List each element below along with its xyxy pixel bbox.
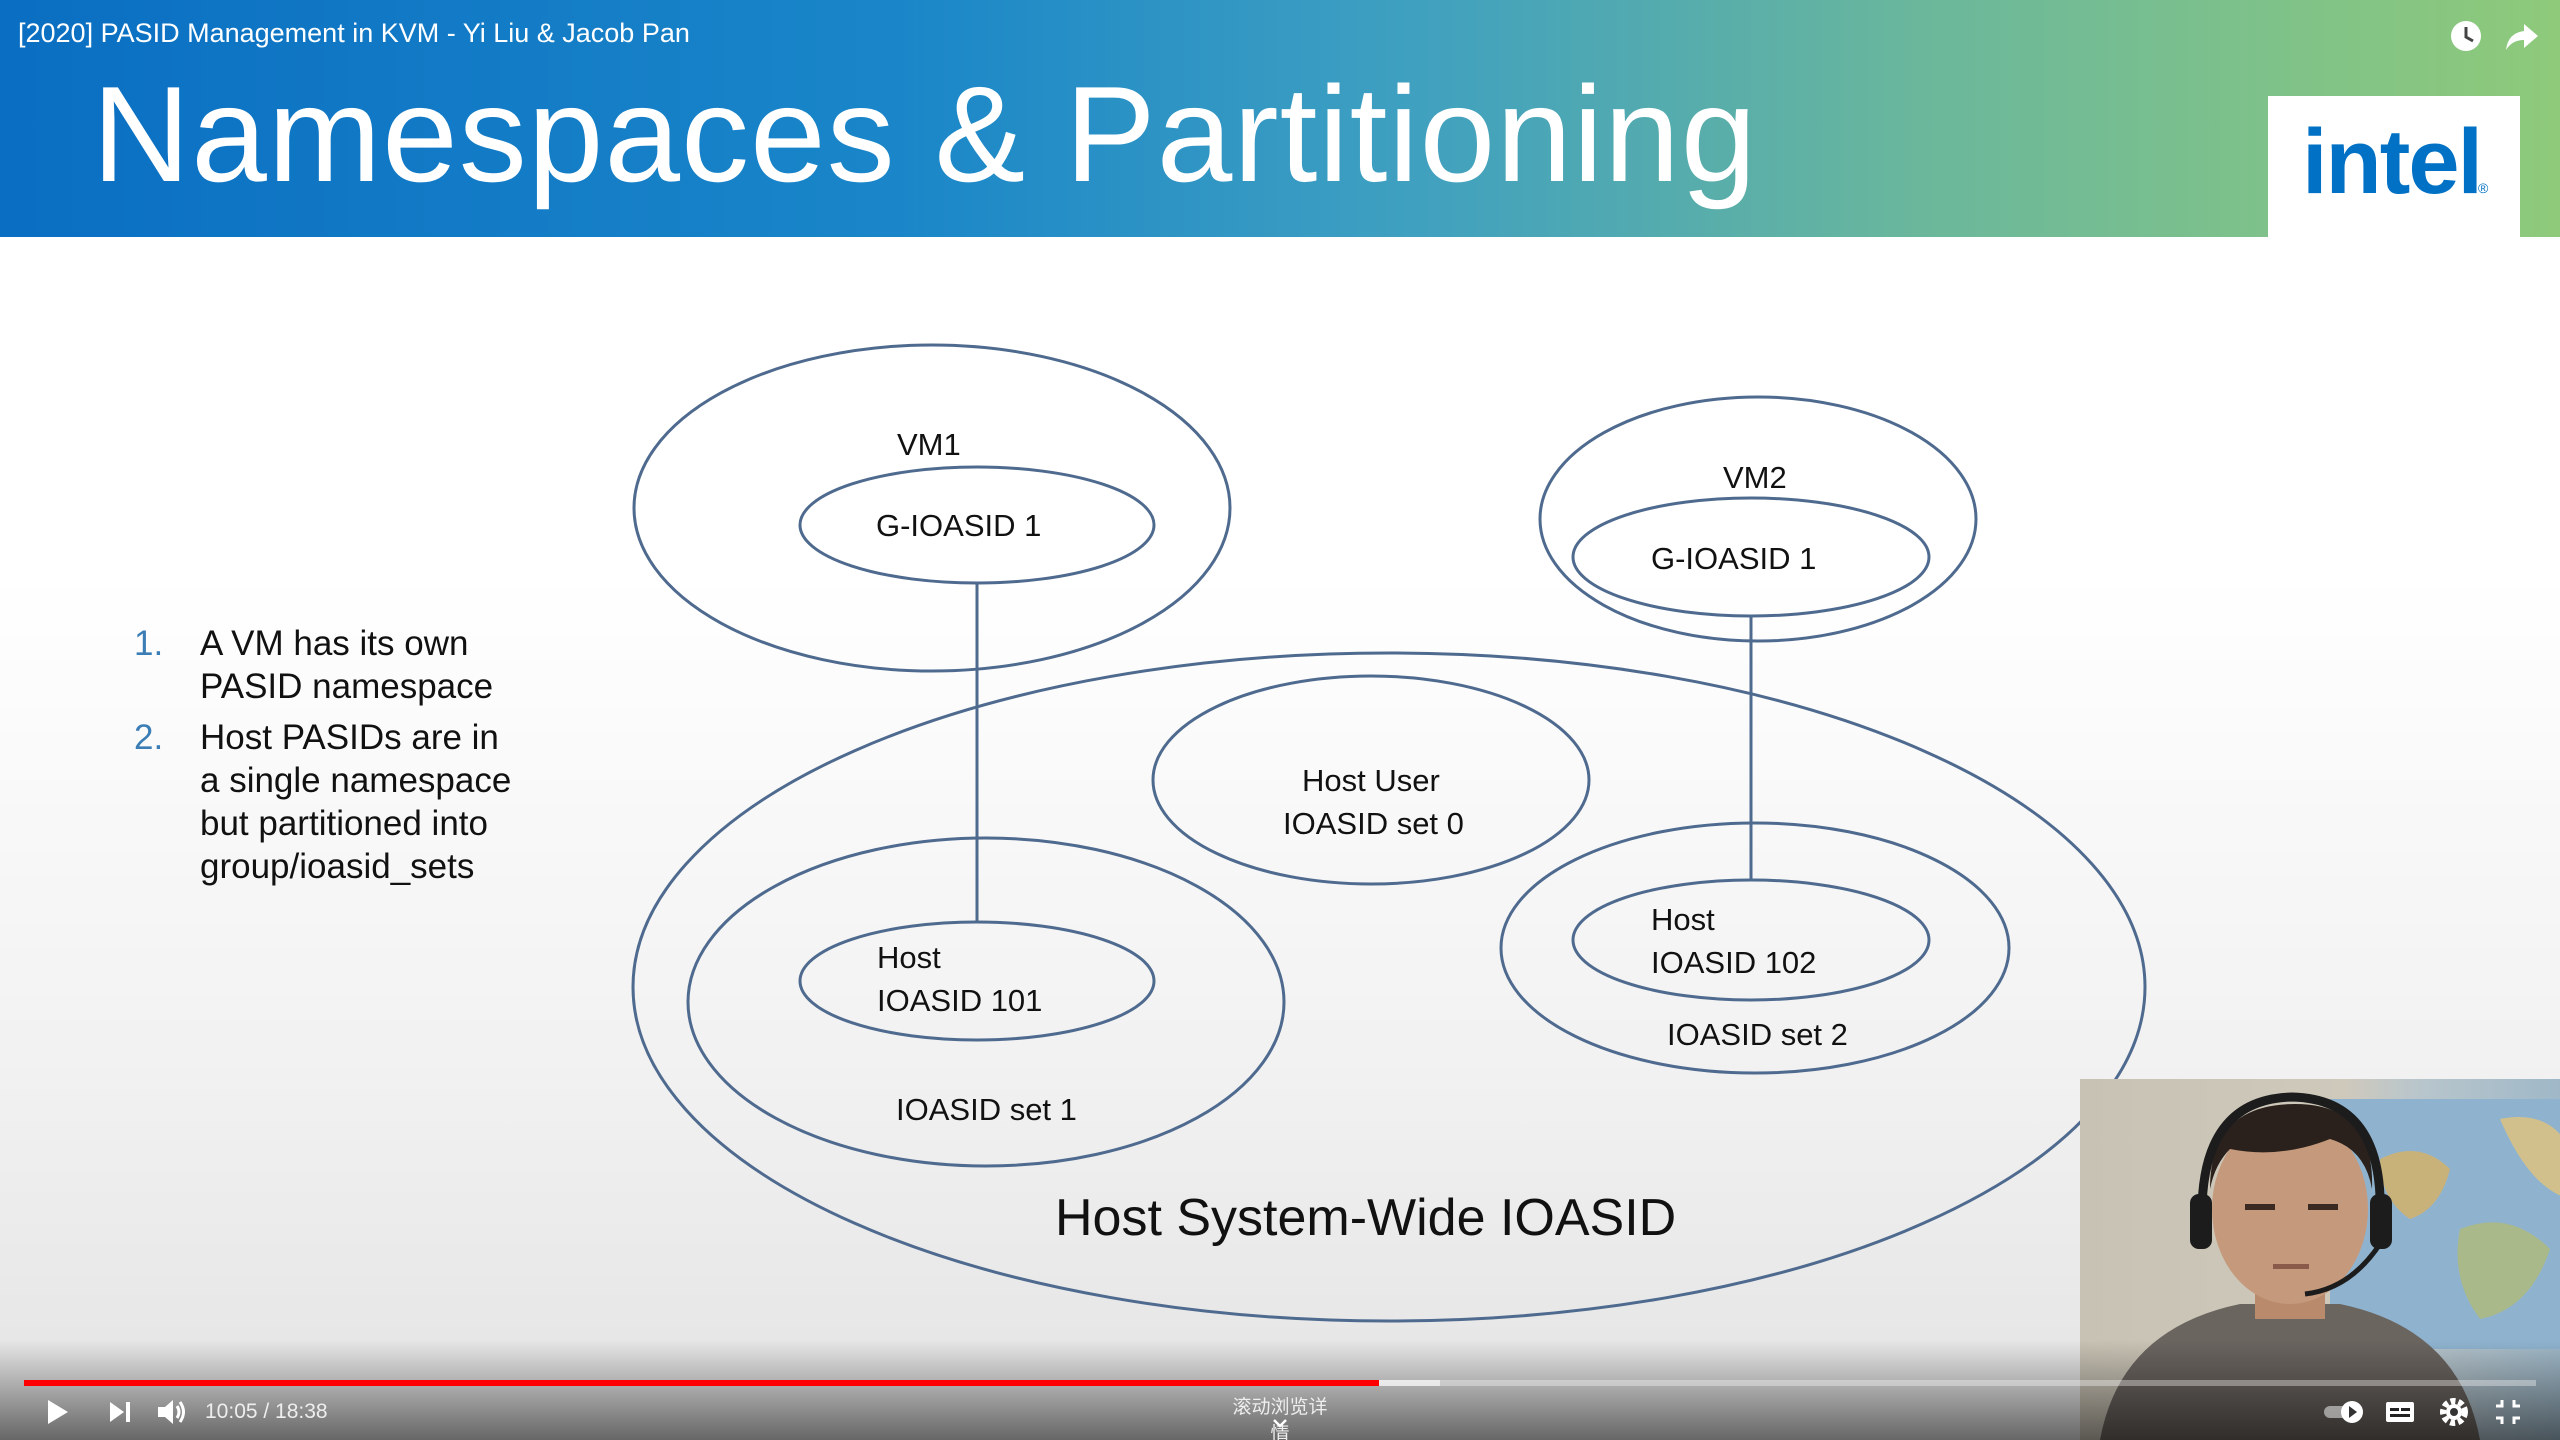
vm1-label: VM1 xyxy=(897,424,961,466)
bullet-item: 2. Host PASIDs are in a single namespace… xyxy=(134,716,554,888)
share-icon[interactable] xyxy=(2504,18,2540,54)
clock-icon[interactable] xyxy=(2448,18,2484,54)
vm2-label: VM2 xyxy=(1723,457,1787,499)
chevron-down-icon[interactable] xyxy=(1268,1416,1292,1432)
settings-gear-icon[interactable] xyxy=(2434,1392,2474,1432)
host-user-label: Host User xyxy=(1302,760,1440,802)
ioasid-set1-label: IOASID set 1 xyxy=(896,1089,1077,1131)
video-title[interactable]: [2020] PASID Management in KVM - Yi Liu … xyxy=(18,18,690,49)
progress-played xyxy=(24,1380,1379,1386)
vm2-ellipse xyxy=(1540,397,1976,641)
host101-label: Host xyxy=(877,937,941,979)
exit-fullscreen-icon[interactable] xyxy=(2488,1392,2528,1432)
play-icon[interactable] xyxy=(36,1392,76,1432)
ioasid-set0-label: IOASID set 0 xyxy=(1283,803,1464,845)
volume-icon[interactable] xyxy=(152,1392,192,1432)
autoplay-toggle-icon[interactable] xyxy=(2320,1392,2368,1432)
host102-label: Host xyxy=(1651,899,1715,941)
ioasid101-label: IOASID 101 xyxy=(877,980,1042,1022)
vm1-gioasid-label: G-IOASID 1 xyxy=(876,505,1041,547)
bullet-item: 1. A VM has its own PASID namespace xyxy=(134,622,554,708)
ioasid102-label: IOASID 102 xyxy=(1651,942,1816,984)
next-icon[interactable] xyxy=(100,1392,140,1432)
bullet-list: 1. A VM has its own PASID namespace 2. H… xyxy=(134,622,554,896)
vm2-gioasid-label: G-IOASID 1 xyxy=(1651,538,1816,580)
ioasid-set2-label: IOASID set 2 xyxy=(1667,1014,1848,1056)
bullet-number: 1. xyxy=(134,622,200,708)
bullet-number: 2. xyxy=(134,716,200,888)
subtitles-icon[interactable] xyxy=(2380,1392,2420,1432)
time-display: 10:05 / 18:38 xyxy=(205,1400,328,1424)
system-wide-label: Host System-Wide IOASID xyxy=(1055,1188,1676,1248)
bullet-text: Host PASIDs are in a single namespace bu… xyxy=(200,716,520,888)
bullet-text: A VM has its own PASID namespace xyxy=(200,622,520,708)
